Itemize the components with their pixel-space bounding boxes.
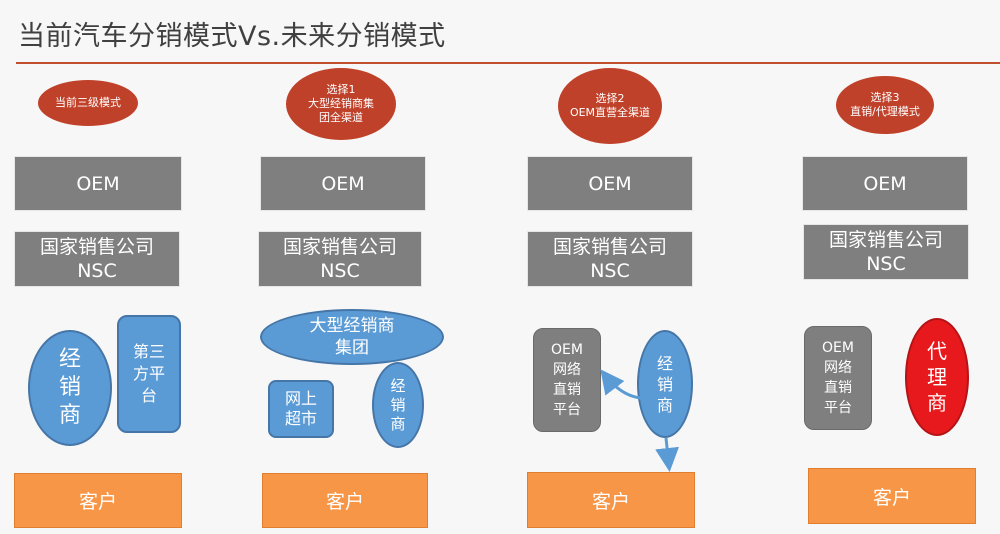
dealer-oval-1: 经 销 商 xyxy=(28,330,112,446)
oem-label: OEM xyxy=(863,172,907,195)
dealer-char: 经 xyxy=(656,353,673,373)
title-divider xyxy=(16,62,1000,64)
nsc-box-2: 国家销售公司 NSC xyxy=(258,231,422,287)
online-line: 超市 xyxy=(284,409,317,428)
nsc-name: 国家销售公司 xyxy=(552,236,667,258)
oem-label: OEM xyxy=(76,172,120,195)
platform-line: OEM xyxy=(822,340,854,356)
agent-oval: 代 理 商 xyxy=(905,318,969,436)
customer-label: 客户 xyxy=(78,491,117,513)
dealer-char: 销 xyxy=(656,374,673,394)
label-line: 选择2 xyxy=(595,92,625,105)
oem-direct-platform-box-2: OEM 网络 直销 平台 xyxy=(804,326,872,430)
dealer-oval-3: 经 销 商 xyxy=(637,330,693,438)
oem-box-4: OEM xyxy=(802,156,968,211)
nsc-box-1: 国家销售公司 NSC xyxy=(14,231,180,287)
customer-box-4: 客户 xyxy=(808,468,976,524)
customer-box-3: 客户 xyxy=(527,472,695,528)
label-line: 当前三级模式 xyxy=(55,96,121,109)
platform-line: OEM xyxy=(551,342,583,358)
label-oval-option3: 选择3 直销/代理模式 xyxy=(836,76,934,134)
platform-line: 第三 xyxy=(132,342,165,361)
page-title: 当前汽车分销模式Vs.未来分销模式 xyxy=(18,21,446,52)
oem-box-2: OEM xyxy=(260,156,426,211)
label-line: OEM直营全渠道 xyxy=(569,106,651,119)
online-supermarket-box: 网上 超市 xyxy=(268,380,334,438)
label-line: 选择1 xyxy=(326,83,356,96)
platform-line: 直销 xyxy=(824,380,852,396)
nsc-abbr: NSC xyxy=(590,260,630,282)
customer-label: 客户 xyxy=(591,490,630,513)
dealer-char: 经 xyxy=(58,347,81,372)
nsc-name: 国家销售公司 xyxy=(828,229,943,251)
dealer-to-customer-arrow xyxy=(655,437,680,472)
nsc-box-3: 国家销售公司 NSC xyxy=(527,231,693,287)
nsc-box-4: 国家销售公司 NSC xyxy=(803,224,969,280)
customer-label: 客户 xyxy=(872,486,911,509)
dealer-char: 销 xyxy=(390,395,406,414)
dealer-char: 商 xyxy=(58,403,81,428)
label-line: 团全渠道 xyxy=(319,111,363,124)
agent-char: 理 xyxy=(927,365,947,389)
nsc-name: 国家销售公司 xyxy=(39,236,154,258)
nsc-abbr: NSC xyxy=(320,260,360,282)
platform-line: 平台 xyxy=(553,402,581,418)
customer-box-2: 客户 xyxy=(262,473,428,528)
third-party-platform-box: 第三 方平 台 xyxy=(117,315,181,433)
label-oval-option1: 选择1 大型经销商集 团全渠道 xyxy=(286,68,396,140)
oem-direct-platform-box-1: OEM 网络 直销 平台 xyxy=(533,328,601,432)
label-line: 选择3 xyxy=(870,91,900,104)
group-line: 集团 xyxy=(335,338,369,358)
dealer-group-oval: 大型经销商 集团 xyxy=(260,309,444,365)
platform-line: 网络 xyxy=(553,362,581,378)
dealer-char: 商 xyxy=(390,414,406,433)
customer-box-1: 客户 xyxy=(14,473,182,528)
group-line: 大型经销商 xyxy=(309,316,395,336)
label-line: 直销/代理模式 xyxy=(850,105,920,118)
dealer-to-platform-arrow xyxy=(600,369,641,400)
platform-line: 网络 xyxy=(824,360,852,376)
label-oval-option2: 选择2 OEM直营全渠道 xyxy=(558,68,662,144)
dealer-oval-2: 经 销 商 xyxy=(372,362,424,448)
nsc-abbr: NSC xyxy=(77,260,117,282)
oem-box-1: OEM xyxy=(14,156,182,211)
dealer-char: 经 xyxy=(390,376,406,395)
oem-box-3: OEM xyxy=(527,156,693,211)
dealer-char: 商 xyxy=(656,395,673,415)
agent-char: 商 xyxy=(927,391,947,415)
platform-line: 平台 xyxy=(824,400,852,416)
dealer-char: 销 xyxy=(58,375,81,400)
customer-label: 客户 xyxy=(325,491,364,513)
platform-line: 台 xyxy=(140,386,157,405)
agent-char: 代 xyxy=(927,339,947,363)
oem-label: OEM xyxy=(588,172,632,195)
nsc-name: 国家销售公司 xyxy=(282,236,397,258)
label-line: 大型经销商集 xyxy=(308,97,374,110)
nsc-abbr: NSC xyxy=(866,253,906,275)
oem-label: OEM xyxy=(321,172,365,195)
platform-line: 直销 xyxy=(553,382,581,398)
label-oval-current: 当前三级模式 xyxy=(38,80,138,126)
platform-line: 方平 xyxy=(132,364,165,383)
online-line: 网上 xyxy=(284,389,317,408)
